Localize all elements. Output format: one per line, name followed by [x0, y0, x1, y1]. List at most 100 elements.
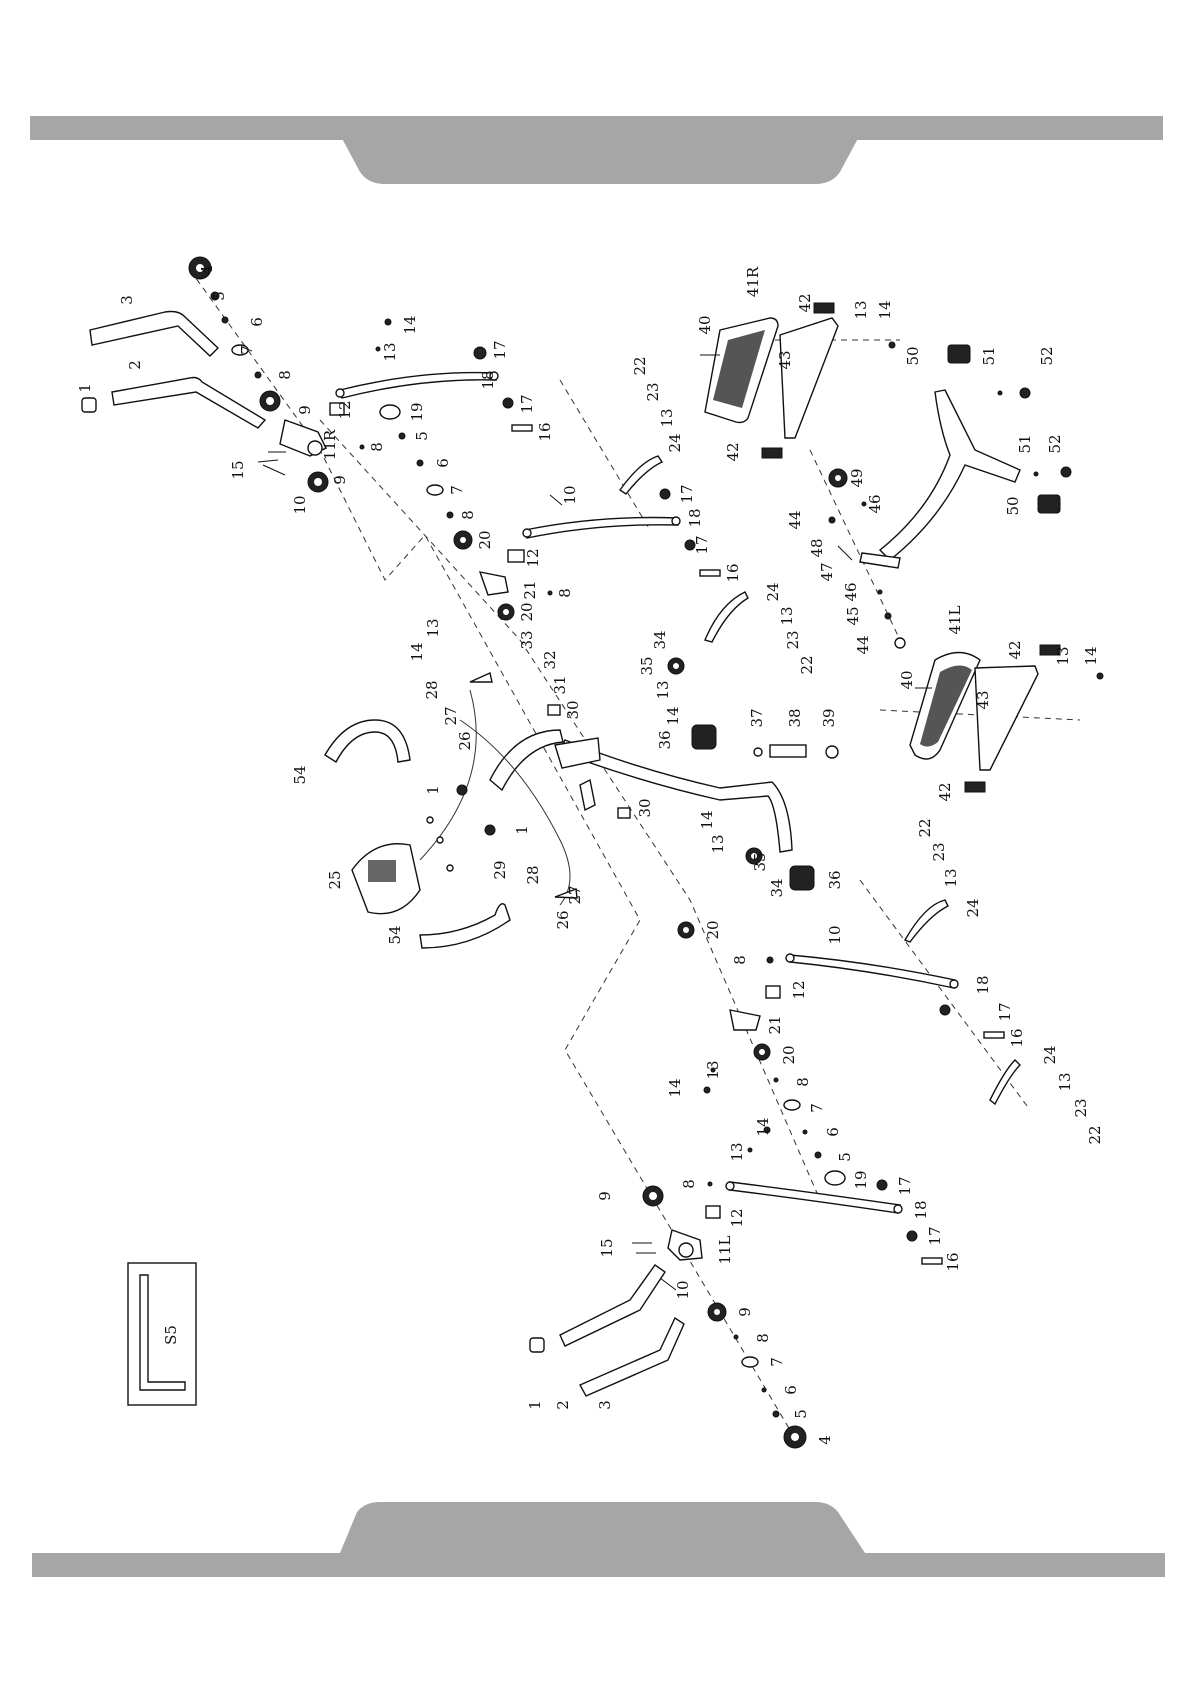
part-label-r10d: 10 [674, 1280, 692, 1299]
part-label-r23a: 23 [644, 382, 662, 401]
part-label-r15b: 15 [598, 1238, 616, 1257]
bolt-8h [733, 1334, 739, 1340]
part-label-r10: 10 [291, 495, 309, 514]
part-label-r9b: 9 [331, 475, 349, 485]
part-label-r35a: 35 [638, 656, 656, 675]
bolt-8d [547, 590, 553, 596]
part-label-r47: 47 [818, 562, 836, 581]
part-label-r20b: 20 [518, 602, 536, 621]
plug-1c [484, 824, 496, 836]
part-label-r22d: 22 [1086, 1125, 1104, 1144]
bolt-14g [703, 1086, 711, 1094]
part-label-r18d: 18 [912, 1200, 930, 1219]
part-label-r14a: 14 [401, 315, 419, 334]
part-label-r33: 33 [518, 630, 536, 649]
cap-39 [825, 745, 839, 759]
stem-43a [779, 317, 839, 439]
part-label-r42d: 42 [936, 782, 954, 801]
part-label-r7d: 7 [768, 1357, 786, 1367]
part-label-r19b: 19 [852, 1170, 870, 1189]
link-24a [619, 455, 664, 495]
part-label-r17f: 17 [896, 1176, 914, 1195]
part-label-r2b: 2 [554, 1400, 572, 1410]
part-label-r43a: 43 [776, 350, 794, 369]
part-label-r42a: 42 [796, 293, 814, 312]
part-label-r12d: 12 [728, 1208, 746, 1227]
part-label-r44b: 44 [854, 635, 872, 654]
nut-5 [210, 291, 220, 301]
part-label-r8d: 8 [556, 588, 574, 598]
part-label-r12b: 12 [524, 548, 542, 567]
knob-4 [188, 256, 212, 280]
disc-19 [379, 404, 401, 420]
part-label-r27a: 27 [442, 706, 460, 725]
console-25 [351, 843, 421, 915]
grip-28a [469, 672, 493, 683]
part-label-r27b: 27 [566, 885, 584, 904]
cap-17g [906, 1230, 918, 1242]
part-label-r17g: 17 [926, 1226, 944, 1245]
wheel-35b [745, 847, 763, 865]
part-label-r38: 38 [786, 708, 804, 727]
part-label-r17a: 17 [491, 340, 509, 359]
knob-9a [259, 390, 281, 412]
upper-rail-18 [335, 371, 499, 399]
part-label-r16c: 16 [1008, 1028, 1026, 1047]
part-label-r11L: 11L [716, 1235, 734, 1264]
washer-13a [375, 346, 381, 352]
part-label-r10c: 10 [826, 925, 844, 944]
part-label-r14c: 14 [876, 300, 894, 319]
knob-20c [677, 921, 695, 939]
washer-6d [761, 1387, 767, 1393]
nut-45 [884, 612, 892, 620]
part-label-r17b: 17 [518, 394, 536, 413]
part-label-r32: 32 [541, 650, 559, 669]
part-label-r1: 1 [76, 383, 94, 393]
part-label-r13j: 13 [704, 1060, 722, 1079]
part-label-r48: 48 [808, 538, 826, 557]
end-cap-42a [813, 302, 835, 314]
part-label-r13b: 13 [424, 618, 442, 637]
part-label-r41L: 41L [946, 605, 964, 634]
part-label-r12a: 12 [336, 400, 354, 419]
part-label-r46a: 46 [866, 494, 884, 513]
washer-13l [747, 1147, 753, 1153]
cap-17b [502, 397, 514, 409]
middle-rail-18 [522, 516, 681, 539]
part-label-r39: 39 [820, 708, 838, 727]
part-label-r9a: 9 [296, 405, 314, 415]
part-label-r40b: 40 [898, 670, 916, 689]
nut-5d [772, 1410, 780, 1418]
cover-36b [789, 865, 815, 891]
cap-44b [894, 637, 906, 649]
part-label-r2: 2 [126, 360, 144, 370]
bottom-banner [32, 1502, 1165, 1577]
part-label-r22b: 22 [798, 655, 816, 674]
part-label-r5d: 5 [792, 1409, 810, 1419]
part-label-r13g: 13 [1054, 646, 1072, 665]
part-label-r26a: 26 [456, 731, 474, 750]
bolt-8 [254, 371, 262, 379]
connectors-29 [426, 816, 454, 872]
cap-17e [939, 1004, 951, 1016]
part-label-r45: 45 [844, 606, 862, 625]
part-label-r29: 29 [491, 860, 509, 879]
washer-6 [221, 316, 229, 324]
part-label-r18c: 18 [974, 975, 992, 994]
knob-20d [753, 1043, 771, 1061]
axle-16c [983, 1031, 1005, 1039]
part-label-r30b: 30 [636, 798, 654, 817]
bolt-14h [763, 1126, 771, 1134]
bolt-10d [659, 1277, 677, 1291]
part-label-r31: 31 [551, 675, 569, 694]
part-label-r13f: 13 [654, 680, 672, 699]
part-label-r30a: 30 [564, 700, 582, 719]
plug-1b [456, 784, 468, 796]
console-arm [489, 729, 564, 792]
washer-7b [426, 484, 444, 496]
part-label-r16b: 16 [724, 563, 742, 582]
bracket-12 [329, 402, 345, 416]
part-label-r52a: 52 [1038, 346, 1056, 365]
part-label-r34a: 34 [651, 630, 669, 649]
screws-15 [257, 451, 286, 463]
